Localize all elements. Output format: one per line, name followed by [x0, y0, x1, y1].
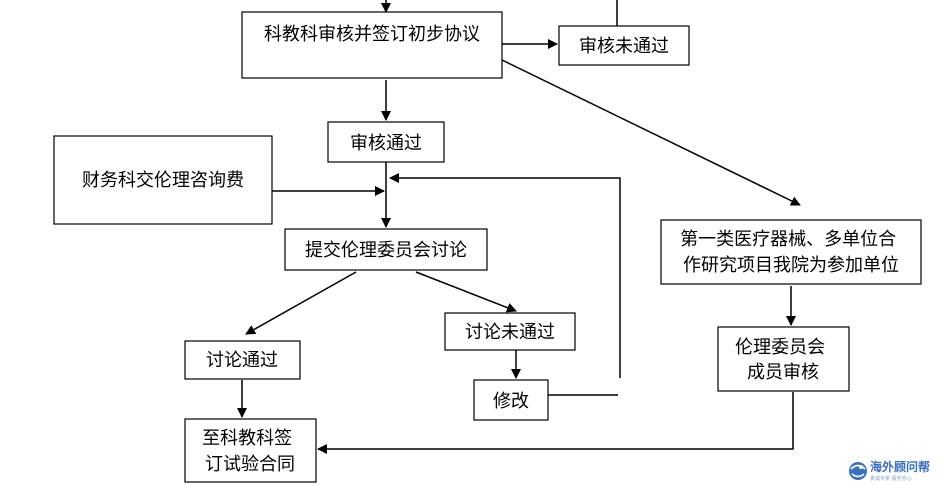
node-class-one-device: 第一类医疗器械、多单位合 作研究项目我院为参加单位 — [660, 219, 922, 285]
node-class-one-device-box — [660, 219, 922, 285]
node-discussion-failed-label: 讨论未通过 — [465, 322, 555, 343]
node-class-one-device-line-2: 作研究项目我院为参加单位 — [683, 255, 899, 276]
node-discussion-failed-box — [444, 312, 576, 351]
node-sign-agreement-box — [241, 11, 503, 79]
node-sign-contract-label: 至科教科签 订试验合同 — [202, 428, 298, 475]
watermark-subtitle: 真诚专家 服务省心 — [870, 475, 912, 482]
node-discussion-passed: 讨论通过 — [184, 340, 301, 380]
node-review-failed-top: 审核未通过 — [558, 25, 690, 66]
edge-member-to-contract — [317, 392, 794, 454]
node-member-review-line-2: 成员审核 — [747, 362, 819, 383]
node-member-review-label: 伦理委员会 成员审核 — [735, 337, 831, 383]
node-member-review-line-1: 伦理委员会 — [735, 337, 825, 358]
node-revise-line-1: 修改 — [493, 391, 529, 412]
node-sign-agreement-line-1: 科教科审核并签订初步协议 — [264, 24, 480, 45]
node-discussion-failed: 讨论未通过 — [444, 312, 576, 351]
node-review-passed-box — [327, 121, 445, 163]
node-review-passed-line-1: 审核通过 — [350, 133, 422, 154]
node-sign-contract-box — [184, 418, 317, 483]
edge-submit-to-failed — [415, 271, 517, 313]
node-revise-label: 修改 — [493, 391, 529, 412]
node-review-passed-label: 审核通过 — [350, 133, 422, 154]
node-member-review: 伦理委员会 成员审核 — [717, 326, 850, 392]
node-discussion-passed-box — [184, 340, 301, 380]
node-submit-committee-box — [284, 228, 488, 271]
node-review-failed-top-box — [558, 25, 690, 66]
node-submit-committee-label: 提交伦理委员会讨论 — [305, 240, 467, 261]
node-discussion-passed-line-1: 讨论通过 — [206, 350, 278, 371]
edges — [237, 0, 801, 454]
edge-revise-loop-back — [389, 173, 621, 378]
node-review-failed-top-label: 审核未通过 — [579, 36, 669, 57]
node-finance-fee-label: 财务科交伦理咨询费 — [82, 170, 244, 191]
node-class-one-device-label: 第一类医疗器械、多单位合 作研究项目我院为参加单位 — [680, 229, 902, 276]
node-finance-fee: 财务科交伦理咨询费 — [53, 135, 273, 225]
node-discussion-passed-label: 讨论通过 — [206, 350, 278, 371]
node-class-one-device-line-1: 第一类医疗器械、多单位合 — [680, 229, 896, 250]
node-sign-contract-line-2: 订试验合同 — [205, 454, 295, 475]
node-submit-committee-line-1: 提交伦理委员会讨论 — [305, 240, 467, 261]
node-sign-contract-line-1: 至科教科签 — [202, 428, 292, 449]
node-finance-fee-box — [53, 135, 273, 225]
node-finance-fee-line-1: 财务科交伦理咨询费 — [82, 170, 244, 191]
node-sign-agreement-label: 科教科审核并签订初步协议 — [264, 24, 480, 45]
node-submit-committee: 提交伦理委员会讨论 — [284, 228, 488, 271]
globe-icon — [849, 462, 867, 480]
node-discussion-failed-line-1: 讨论未通过 — [465, 322, 555, 343]
node-review-passed: 审核通过 — [327, 121, 445, 163]
watermark-logo: 海外顾问帮 真诚专家 服务省心 — [849, 459, 930, 482]
node-sign-contract: 至科教科签 订试验合同 — [184, 418, 317, 483]
edge-submit-to-passed — [245, 271, 357, 335]
node-revise-box — [473, 379, 549, 421]
node-review-failed-top-line-1: 审核未通过 — [579, 36, 669, 57]
watermark-title: 海外顾问帮 — [870, 459, 930, 474]
node-sign-agreement: 科教科审核并签订初步协议 — [241, 11, 503, 79]
node-member-review-box — [717, 326, 850, 392]
edge-sign-to-class-one — [501, 59, 801, 206]
node-revise: 修改 — [473, 379, 549, 421]
